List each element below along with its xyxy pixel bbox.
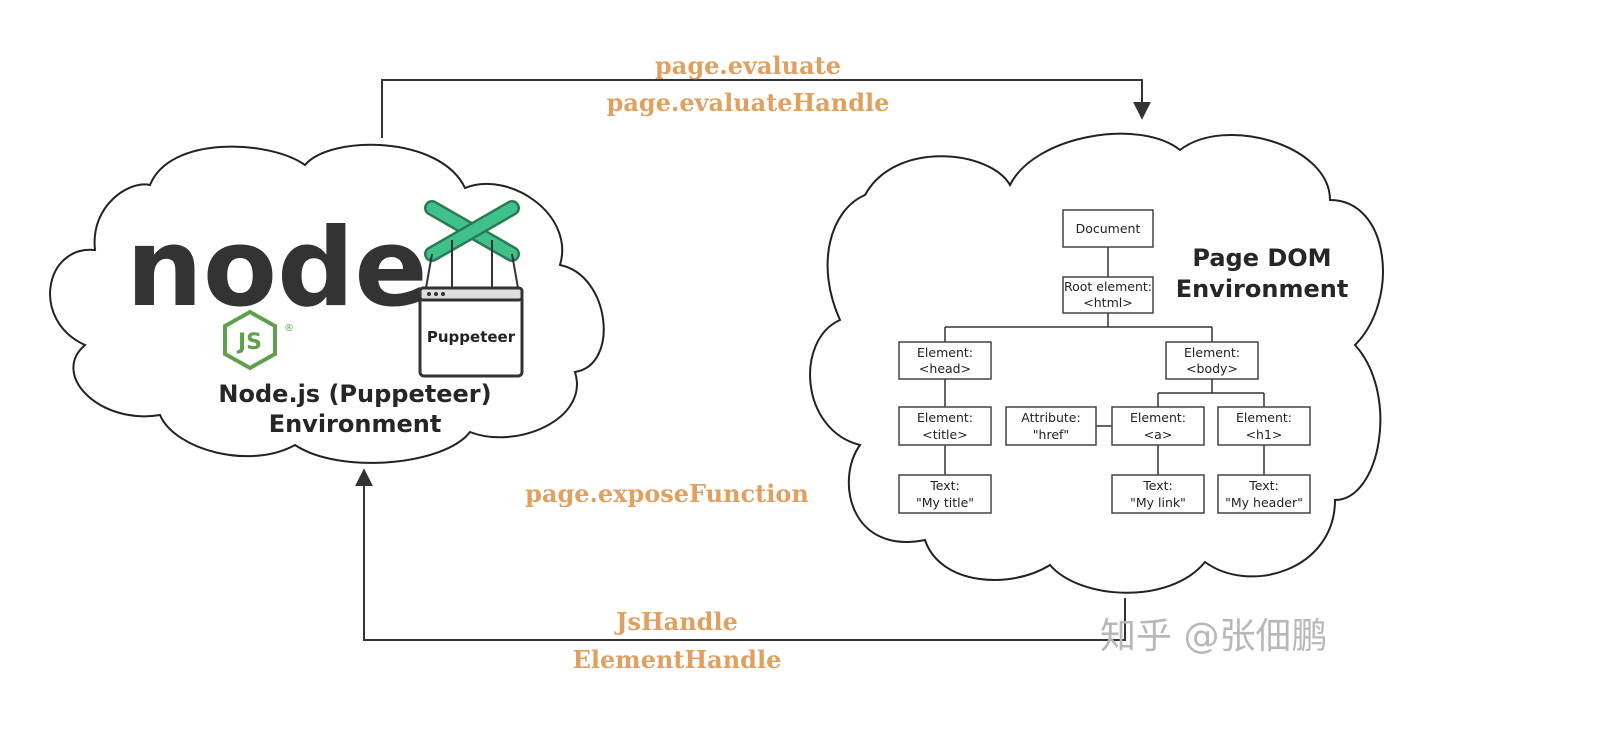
svg-text:"My title": "My title" bbox=[916, 495, 974, 510]
js-hexagon-icon: JS ® bbox=[223, 309, 294, 371]
svg-text:®: ® bbox=[284, 323, 294, 334]
page-dom-environment-cloud bbox=[809, 132, 1384, 594]
svg-text:Element:: Element: bbox=[1236, 410, 1292, 425]
svg-text:Element:: Element: bbox=[917, 410, 973, 425]
svg-text:"My header": "My header" bbox=[1225, 495, 1303, 510]
node-environment-title-line2: Environment bbox=[269, 410, 442, 438]
dom-node-title: Element: <title> bbox=[898, 406, 992, 446]
svg-text:<h1>: <h1> bbox=[1246, 427, 1283, 442]
page-evaluate-label: page.evaluate bbox=[655, 51, 841, 80]
svg-text:<a>: <a> bbox=[1144, 427, 1173, 442]
dom-node-root-element: Root element: <html> bbox=[1062, 276, 1154, 314]
dom-node-header-text: Text: "My header" bbox=[1217, 474, 1311, 514]
svg-text:Element:: Element: bbox=[1184, 345, 1240, 360]
svg-text:<title>: <title> bbox=[922, 427, 967, 442]
node-environment-title-line1: Node.js (Puppeteer) bbox=[218, 380, 491, 408]
page-dom-title-line1: Page DOM bbox=[1192, 244, 1331, 272]
dom-node-h1: Element: <h1> bbox=[1217, 406, 1311, 446]
zhihu-watermark: 知乎 @张佃鹏 bbox=[1100, 616, 1327, 657]
dom-node-title-text: Text: "My title" bbox=[898, 474, 992, 514]
svg-text:<head>: <head> bbox=[919, 361, 971, 376]
svg-text:"href": "href" bbox=[1033, 427, 1069, 442]
dom-node-link-text: Text: "My link" bbox=[1111, 474, 1205, 514]
element-handle-label: ElementHandle bbox=[573, 645, 782, 674]
svg-text:Text:: Text: bbox=[1248, 478, 1279, 493]
nodejs-logo-wordmark: node bbox=[126, 206, 428, 331]
page-dom-title-line2: Environment bbox=[1176, 275, 1349, 303]
js-handle-label: JsHandle bbox=[614, 607, 738, 636]
svg-text:Text:: Text: bbox=[1142, 478, 1173, 493]
js-badge-text: JS bbox=[236, 330, 262, 355]
dom-node-attribute-href: Attribute: "href" bbox=[1005, 406, 1097, 446]
svg-text:Root element:: Root element: bbox=[1064, 279, 1152, 294]
svg-text:<body>: <body> bbox=[1186, 361, 1238, 376]
svg-text:<html>: <html> bbox=[1083, 295, 1132, 310]
svg-text:Document: Document bbox=[1076, 221, 1141, 236]
evaluate-flow-arrow bbox=[381, 79, 1151, 138]
page-evaluate-handle-label: page.evaluateHandle bbox=[607, 88, 890, 117]
puppeteer-logo-label: Puppeteer bbox=[427, 328, 516, 346]
dom-node-body: Element: <body> bbox=[1165, 341, 1259, 380]
svg-text:Attribute:: Attribute: bbox=[1021, 410, 1080, 425]
svg-text:"My link": "My link" bbox=[1130, 495, 1186, 510]
page-expose-function-label: page.exposeFunction bbox=[525, 479, 809, 508]
svg-text:Element:: Element: bbox=[1130, 410, 1186, 425]
dom-tree-connectors bbox=[944, 247, 1265, 475]
dom-node-document: Document bbox=[1062, 209, 1154, 248]
handle-flow-arrow bbox=[355, 468, 1126, 641]
puppeteer-logo-icon: Puppeteer bbox=[418, 200, 524, 378]
svg-text:Text:: Text: bbox=[929, 478, 960, 493]
svg-text:Element:: Element: bbox=[917, 345, 973, 360]
nodejs-logo-icon: node bbox=[126, 206, 428, 331]
dom-node-head: Element: <head> bbox=[898, 341, 992, 380]
dom-node-a: Element: <a> bbox=[1111, 406, 1205, 446]
